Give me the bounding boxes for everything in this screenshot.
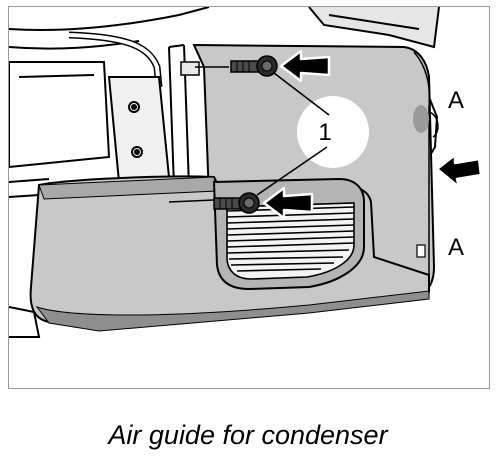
bolt-upper: [230, 55, 278, 77]
arrow-lower-bolt: [262, 186, 314, 220]
air-guide-illustration: 1 A A: [9, 7, 483, 338]
leader-lines: [256, 72, 330, 196]
arrow-upper-bolt: [279, 49, 331, 83]
background-parts: [9, 7, 440, 338]
arrow-side-clip: [435, 153, 483, 189]
side-label-top: A: [448, 87, 464, 114]
callout-highlight: [297, 96, 369, 168]
diagram-frame: 1 A A: [8, 6, 490, 389]
callout-number: 1: [318, 119, 331, 146]
figure-caption: Air guide for condenser: [108, 420, 388, 450]
condenser-grille: [226, 202, 355, 280]
bolt-lower: [213, 192, 260, 214]
side-label-bottom: A: [448, 234, 464, 261]
